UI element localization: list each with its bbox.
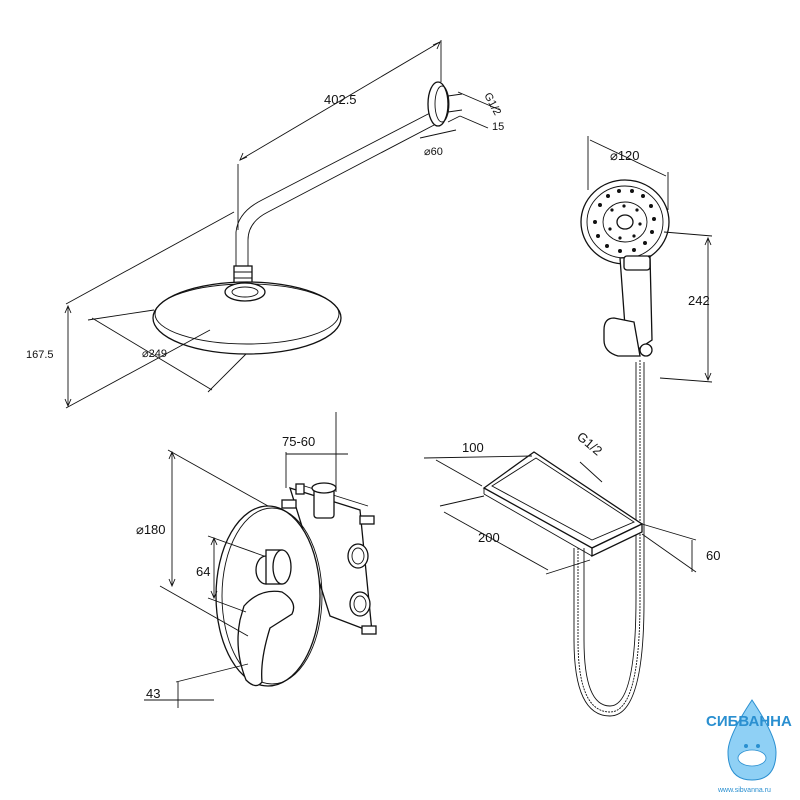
dim-thread-shelf: G1/2 bbox=[574, 429, 605, 459]
dim-shelf-depth: 100 bbox=[462, 440, 484, 455]
dim-head-diameter: ⌀249 bbox=[142, 348, 167, 360]
dim-knob-offset: 64 bbox=[196, 564, 210, 579]
dim-head-height: 167.5 bbox=[26, 349, 54, 361]
logo-name: СИБВАННА bbox=[706, 713, 792, 730]
concealed-mixer-assembly: 75-60 ⌀180 64 43 bbox=[136, 412, 377, 708]
wall-holder bbox=[603, 317, 641, 357]
wall-flange bbox=[427, 81, 449, 127]
dim-plate-diameter: ⌀180 bbox=[136, 522, 166, 537]
shelf-assembly: 100 G1/2 200 60 bbox=[423, 429, 720, 575]
dim-flange-thickness: 15 bbox=[492, 121, 504, 133]
dim-shelf-width: 200 bbox=[478, 530, 500, 545]
sibvanna-logo: СИБВАННА www.sibvanna.ru bbox=[706, 699, 792, 794]
logo-drop-icon bbox=[727, 699, 777, 781]
dim-arm-length: 402.5 bbox=[324, 92, 357, 107]
rain-shower-head bbox=[152, 281, 342, 355]
dim-box-depth: 75-60 bbox=[282, 434, 315, 449]
head-connector bbox=[233, 265, 253, 285]
nozzle-dots bbox=[593, 189, 656, 253]
dim-flange-diameter: ⌀60 bbox=[424, 146, 443, 158]
dim-shelf-height: 60 bbox=[706, 548, 720, 563]
overhead-shower-assembly: 402.5 G1/2 15 ⌀60 167.5 ⌀249 bbox=[26, 40, 504, 409]
logo-url: www.sibvanna.ru bbox=[717, 787, 771, 794]
dim-hand-diameter: ⌀120 bbox=[610, 148, 640, 163]
hand-shower-assembly: ⌀120 242 bbox=[573, 136, 713, 717]
shelf bbox=[482, 451, 644, 549]
mixer-lever bbox=[237, 590, 295, 687]
dim-hand-height: 242 bbox=[688, 293, 710, 308]
dim-thread-top: G1/2 bbox=[481, 91, 503, 118]
dim-lever-depth: 43 bbox=[146, 686, 160, 701]
